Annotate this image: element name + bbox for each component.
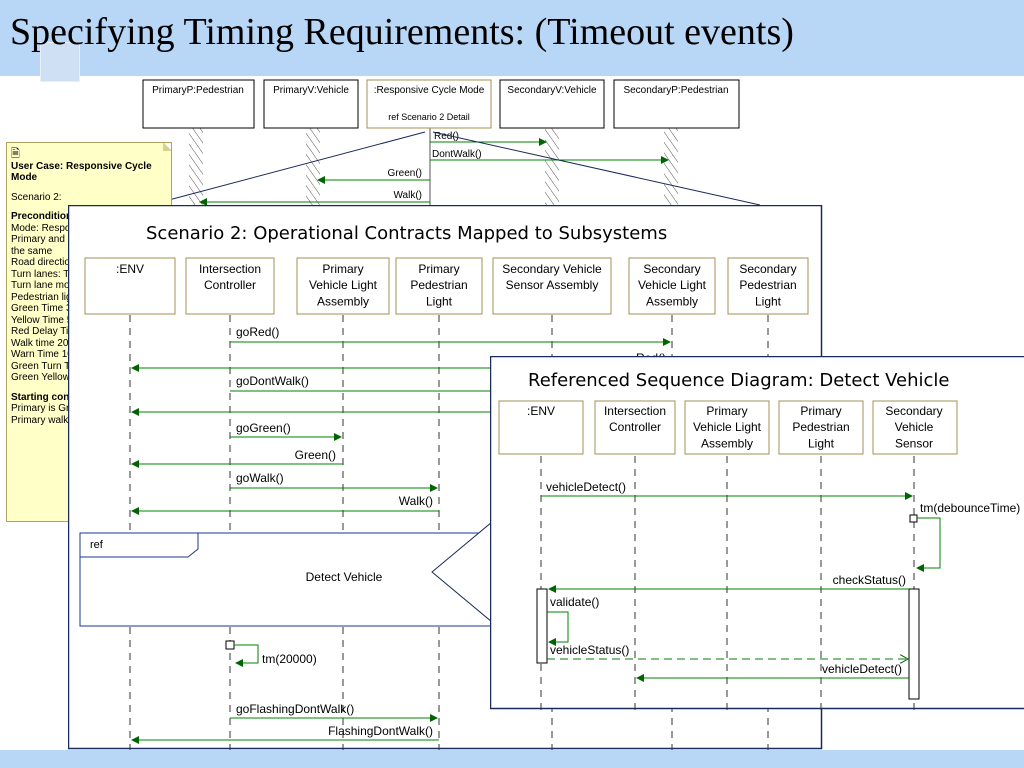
detect-message-label: vehicleDetect() [546, 480, 626, 494]
top-lifeline-bar [189, 128, 203, 208]
top-lifeline-header: SecondaryV:Vehicle [499, 79, 605, 129]
zoom-connector-line [149, 131, 426, 206]
scenario2-message-label: goGreen() [236, 421, 291, 435]
top-message-label: Green() [388, 168, 422, 179]
title-bar [0, 0, 1024, 76]
note-line: the same [11, 245, 53, 257]
note-line: Green Time 3 [11, 303, 72, 314]
note-line: Turn lane mo [11, 280, 70, 291]
debounce-timer: tm(debounceTime) [909, 501, 1020, 572]
detect-message-label: vehicleDetect() [822, 662, 902, 676]
scenario2-message-label: goWalk() [236, 471, 284, 485]
scenario2-lifeline-label: :ENV [116, 262, 144, 276]
timer-label: tm(20000) [262, 652, 317, 666]
detect-message-label: vehicleStatus() [550, 643, 629, 657]
top-lifeline-header: :Responsive Cycle Mode ref Scenario 2 De… [366, 79, 492, 129]
scenario2-message-label: goRed() [236, 325, 279, 339]
slide-title: Specifying Timing Requirements: (Timeout… [10, 11, 794, 53]
detect-lifelines [540, 456, 915, 710]
note-line: Green Turn T [11, 360, 71, 372]
note-line: Warn Time 10 [11, 349, 73, 360]
top-lifeline-bar [545, 128, 559, 208]
note-line: Red Delay Ti [11, 326, 69, 337]
top-lifeline-label: PrimaryP:Pedestrian [152, 85, 244, 96]
detect-vehicle-diagram: Referenced Sequence Diagram: Detect Vehi… [490, 356, 1024, 710]
note-scenario: Scenario 2: [11, 191, 62, 203]
note-line: Walk time 20 [11, 337, 69, 349]
note-line: Primary walk [11, 414, 69, 426]
sensor-activation-bar [908, 588, 920, 700]
zoom-connector-line [432, 131, 761, 206]
timer-event: tm(20000) [225, 640, 317, 667]
env-activation-bar [536, 588, 548, 664]
note-line: Turn lanes: T [11, 268, 70, 280]
scenario2-message-label: Green() [295, 448, 336, 462]
decorative-square [40, 42, 80, 82]
top-lifeline-bar [306, 128, 320, 208]
top-lifeline-header: SecondaryP:Pedestrian [613, 79, 740, 129]
detect-message-label: checkStatus() [833, 573, 906, 587]
top-message-label: DontWalk() [432, 149, 482, 160]
scenario2-message-label: goDontWalk() [236, 374, 309, 388]
note-line: Road directio [11, 257, 70, 268]
note-fold-corner [163, 143, 171, 151]
top-lifeline-label: PrimaryV:Vehicle [273, 85, 349, 96]
scenario2-lifeline-box: :ENV [84, 257, 176, 315]
detect-timer-label: tm(debounceTime) [920, 501, 1020, 515]
top-lifeline-header: PrimaryP:Pedestrian [142, 79, 255, 129]
note-line: Primary and s [11, 234, 73, 245]
top-lifeline-bar [664, 128, 678, 208]
note-line: Yellow Time 5 [11, 314, 73, 326]
note-starting-heading: Starting con [11, 391, 70, 403]
validate-self-message [547, 611, 569, 646]
note-preconditions-heading: Preconditions [11, 211, 78, 222]
ref-tag: ref [90, 539, 104, 551]
top-lifeline-label: SecondaryV:Vehicle [507, 85, 597, 96]
top-lifeline-header: PrimaryV:Vehicle [263, 79, 359, 129]
detect-lifeline-box: :ENV [498, 400, 584, 455]
mode-ref-label: ref Scenario 2 Detail [388, 112, 470, 122]
ref-label: Detect Vehicle [306, 570, 383, 584]
detect-lifeline-label: :ENV [527, 404, 555, 418]
note-line: Primary is Gr [11, 403, 70, 414]
scenario2-message-label: goFlashingDontWalk() [236, 702, 354, 716]
bottom-bar [0, 750, 1024, 768]
scenario2-message-label: Walk() [399, 494, 433, 508]
note-title: User Case: Responsive Cycle Mode [11, 160, 152, 184]
scenario2-title: Scenario 2: Operational Contracts Mapped… [146, 223, 667, 244]
detect-message-label: validate() [550, 595, 599, 609]
scenario2-message-label: FlashingDontWalk() [328, 724, 433, 738]
note-line: Pedestrian lig [11, 291, 72, 303]
detect-title: Referenced Sequence Diagram: Detect Vehi… [528, 370, 949, 391]
document-icon: 🗎 [11, 148, 20, 160]
note-line: Mode: Respo [11, 222, 71, 234]
top-lifeline-label: :Responsive Cycle Mode [374, 85, 485, 96]
top-message-label: Walk() [393, 190, 422, 201]
top-message-label: Red() [434, 131, 459, 142]
note-line: Green Yellow [11, 372, 70, 383]
top-lifeline-label: SecondaryP:Pedestrian [623, 85, 728, 96]
